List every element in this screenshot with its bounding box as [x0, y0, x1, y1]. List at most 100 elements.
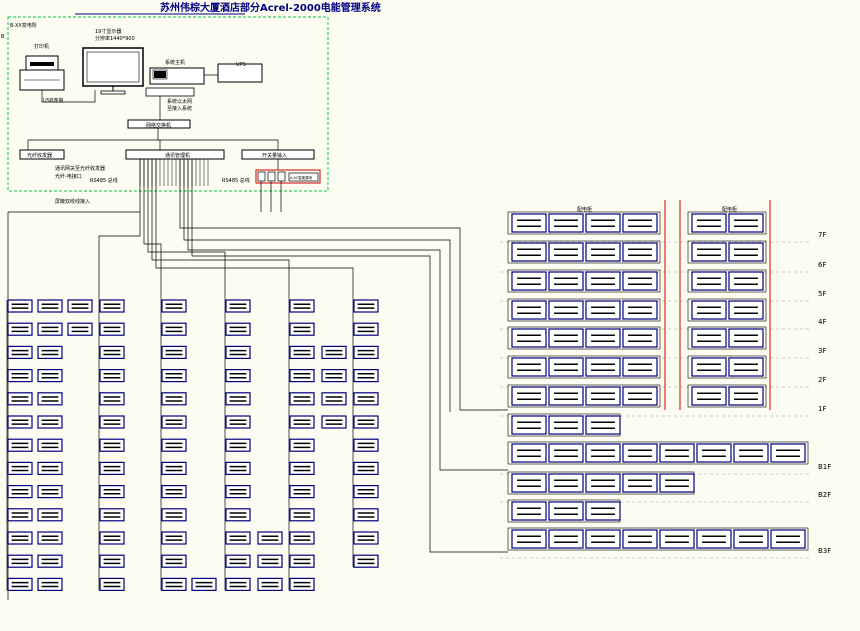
meter-device [622, 242, 658, 262]
io-terminal [267, 171, 276, 182]
meter-device [37, 369, 63, 383]
meter-device [548, 357, 584, 377]
floor-label: B3F [818, 547, 831, 555]
meter-device [289, 577, 315, 592]
meter-device [659, 473, 695, 493]
meter-device [289, 508, 315, 522]
meter-device [99, 577, 125, 592]
meter-device [585, 501, 621, 521]
bus-wire [98, 159, 141, 300]
meter-device [289, 345, 315, 359]
meter-device [622, 443, 658, 463]
io-smart-module [288, 172, 319, 182]
panel-frame [687, 298, 767, 322]
left-edge-marker: B [1, 34, 5, 40]
meter-device [511, 328, 547, 348]
io-module-group [255, 169, 321, 184]
ups-icon [217, 63, 263, 83]
meter-device [353, 438, 379, 452]
meters-layer [7, 211, 809, 592]
meter-device [289, 485, 315, 499]
meter-device [289, 299, 315, 313]
meter-device [289, 461, 315, 475]
meter-device [691, 386, 727, 406]
printer-label: 打印机 [34, 43, 49, 50]
meter-device [353, 322, 379, 336]
meter-device [691, 300, 727, 320]
meter-device [511, 386, 547, 406]
meter-device [99, 322, 125, 336]
panel-frame [687, 240, 767, 264]
meter-device [37, 322, 63, 336]
meter-device [161, 299, 187, 313]
meter-device [225, 369, 251, 383]
io-terminal [257, 171, 266, 182]
meter-device [7, 508, 33, 522]
meter-device [225, 299, 251, 313]
meter-device [622, 357, 658, 377]
meter-device [7, 369, 33, 383]
floor-label: 2F [818, 376, 826, 384]
meter-device [622, 529, 658, 549]
meter-device [622, 271, 658, 291]
monitor-icon [82, 47, 144, 95]
meter-device [321, 369, 347, 383]
meter-device [99, 531, 125, 545]
meter-device [548, 415, 584, 435]
meter-device [7, 299, 33, 313]
panel-frame [507, 269, 661, 293]
floor-label: 5F [818, 290, 826, 298]
meter-device [225, 322, 251, 336]
meter-device [161, 554, 187, 568]
meter-device [7, 392, 33, 406]
monitor-label: 19寸显示器 [95, 28, 121, 35]
network-sub: 至接入系统 [167, 105, 192, 112]
bus-label-right: RS485 总线 [222, 177, 250, 184]
meter-device [67, 299, 93, 313]
meter-device [99, 438, 125, 452]
meter-device [585, 328, 621, 348]
meter-device [161, 461, 187, 475]
meter-device [37, 577, 63, 592]
meter-device [37, 415, 63, 429]
network-switch [127, 119, 191, 129]
meter-device [659, 443, 695, 463]
bus-label-left: RS485 总线 [90, 177, 118, 184]
meter-device [585, 415, 621, 435]
meter-device [728, 386, 764, 406]
panel-frame [507, 298, 661, 322]
panel-frame [687, 384, 767, 408]
panel-frame [687, 269, 767, 293]
meter-device [728, 357, 764, 377]
meter-device [7, 461, 33, 475]
meter-device [353, 461, 379, 475]
meter-device [622, 328, 658, 348]
meter-device [691, 328, 727, 348]
meter-device [37, 438, 63, 452]
meter-device [733, 443, 769, 463]
meter-device [622, 386, 658, 406]
meter-device [511, 501, 547, 521]
control-room-enclosure [7, 16, 329, 192]
meter-device [511, 242, 547, 262]
meter-device [733, 529, 769, 549]
meter-device [289, 322, 315, 336]
meter-device [548, 529, 584, 549]
meter-device [99, 554, 125, 568]
meter-device [548, 300, 584, 320]
monitor-sub: 分辨率1440*900 [95, 35, 135, 42]
comm-label: 通讯管理机 [165, 152, 190, 159]
bus-wire [143, 159, 162, 300]
switch-label: 网络交换机 [146, 122, 171, 129]
meter-device [622, 213, 658, 233]
meter-device [289, 554, 315, 568]
meter-device [353, 554, 379, 568]
meter-device [353, 369, 379, 383]
meter-device [37, 299, 63, 313]
meter-device [511, 473, 547, 493]
panel-frame [687, 355, 767, 379]
meter-device [161, 531, 187, 545]
right-header-b: 配电柜 [722, 206, 737, 213]
